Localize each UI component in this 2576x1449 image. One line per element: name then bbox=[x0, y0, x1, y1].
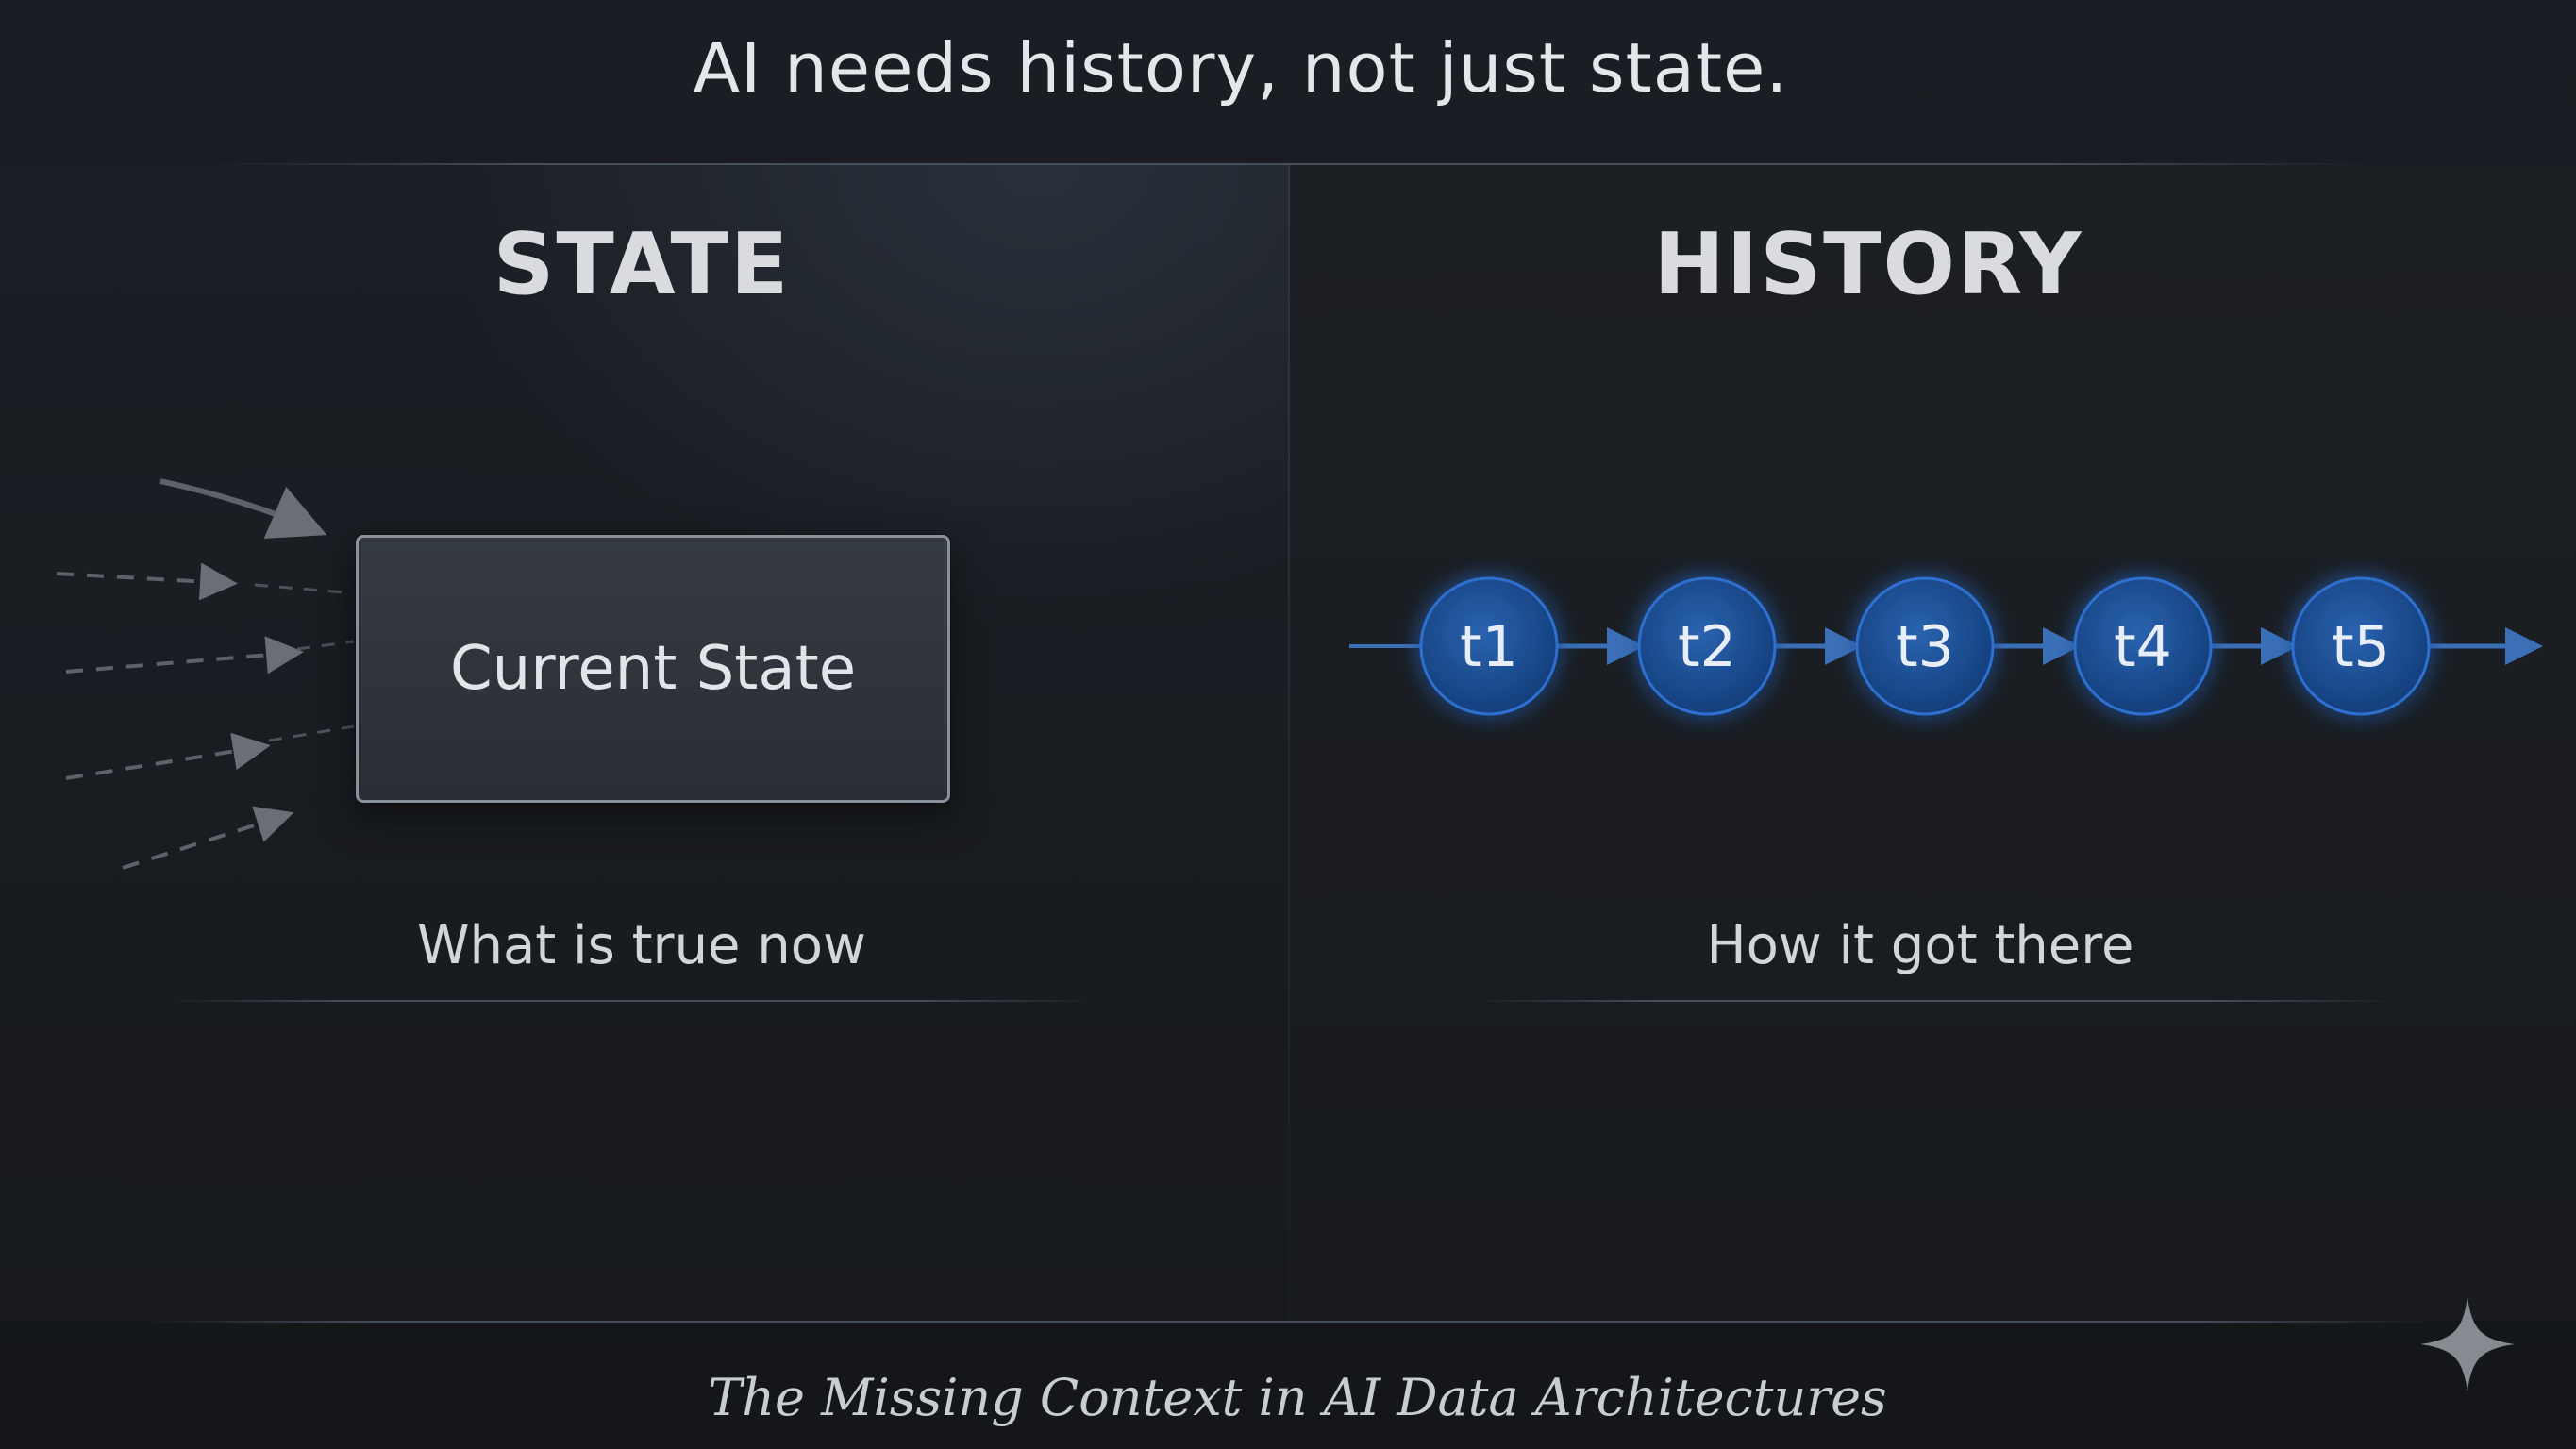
timeline: t1 t2 t3 t4 t5 bbox=[1349, 576, 2543, 716]
title-divider bbox=[208, 163, 2368, 165]
footer-subtitle: The Missing Context in AI Data Architect… bbox=[708, 1368, 1887, 1427]
history-panel bbox=[1289, 165, 2576, 1321]
timeline-node-label: t4 bbox=[2114, 614, 2172, 680]
incoming-arrow bbox=[65, 636, 304, 675]
incoming-arrow-tail bbox=[296, 640, 355, 651]
timeline-node-circle bbox=[1419, 576, 1559, 716]
state-heading: STATE bbox=[493, 215, 791, 314]
timeline-node-label: t3 bbox=[1896, 614, 1954, 680]
timeline-node-circle bbox=[1855, 576, 1995, 716]
slide-title: AI needs history, not just state. bbox=[693, 28, 1789, 108]
timeline-node-t1: t1 bbox=[1419, 576, 1559, 716]
incoming-arrow bbox=[56, 562, 238, 601]
incoming-arrow-tail bbox=[254, 583, 345, 594]
incoming-arrow bbox=[159, 478, 327, 540]
timeline-node-t2: t2 bbox=[1637, 576, 1777, 716]
state-caption-underline bbox=[170, 1000, 1095, 1002]
history-heading: HISTORY bbox=[1653, 215, 2083, 314]
state-caption: What is true now bbox=[417, 915, 866, 976]
incoming-arrow-tail bbox=[268, 724, 355, 742]
timeline-node-circle bbox=[1637, 576, 1777, 716]
timeline-node-circle bbox=[2073, 576, 2213, 716]
current-state-box: Current State bbox=[356, 535, 950, 803]
sparkle-icon bbox=[2420, 1297, 2515, 1391]
history-caption-underline bbox=[1472, 1000, 2397, 1002]
timeline-node-t3: t3 bbox=[1855, 576, 1995, 716]
incoming-arrow bbox=[122, 806, 294, 870]
panel-divider bbox=[1288, 165, 1290, 1321]
timeline-node-label: t2 bbox=[1678, 614, 1736, 680]
timeline-node-label: t5 bbox=[2332, 614, 2390, 680]
history-caption: How it got there bbox=[1706, 915, 2134, 976]
timeline-node-label: t1 bbox=[1460, 614, 1518, 680]
incoming-arrows bbox=[56, 478, 355, 870]
timeline-node-t5: t5 bbox=[2291, 576, 2431, 716]
timeline-node-t4: t4 bbox=[2073, 576, 2213, 716]
current-state-label: Current State bbox=[449, 634, 857, 704]
timeline-node-circle bbox=[2291, 576, 2431, 716]
footer-divider bbox=[142, 1321, 2434, 1323]
incoming-arrow bbox=[65, 732, 271, 780]
